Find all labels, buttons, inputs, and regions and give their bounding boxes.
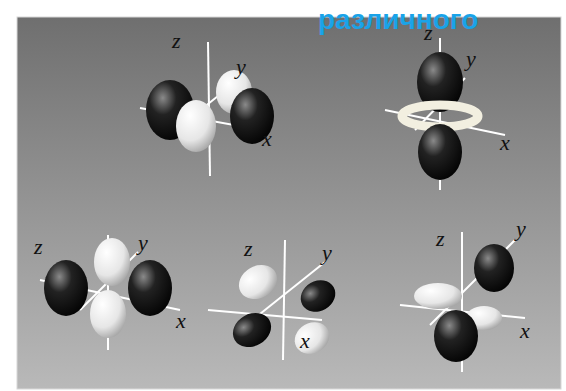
axis-label: y [466,48,476,70]
axis-label: z [436,228,445,250]
axis-label: z [34,236,43,258]
axis-label: x [262,128,272,150]
axis-label: x [300,330,310,352]
axis-label: y [138,232,148,254]
axis-label: z [424,22,433,44]
axis-label: x [176,310,186,332]
axis-label: y [322,242,332,264]
heading: различного [318,4,478,36]
axis-label: z [172,30,181,52]
axis-label: z [244,238,253,260]
axis-label: y [516,218,526,240]
axis-label: x [500,132,510,154]
axis-label: x [520,320,530,342]
axis-label: y [236,56,246,78]
